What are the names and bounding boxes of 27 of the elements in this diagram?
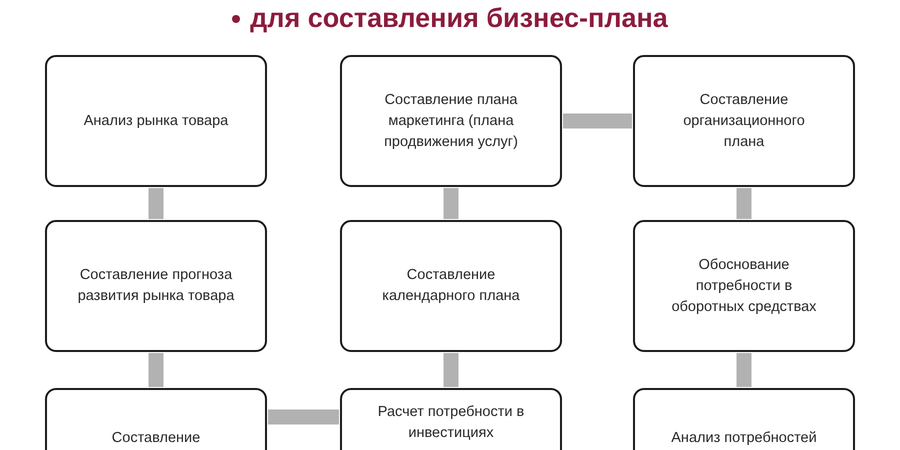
process-box <box>45 220 267 352</box>
process-box <box>45 388 267 450</box>
connector-bar <box>736 353 752 387</box>
process-box <box>633 220 855 352</box>
connector-bar <box>736 188 752 219</box>
connector-bar <box>268 410 339 424</box>
connector-bar <box>563 114 632 128</box>
box-text: Составление плана маркетинга (плана продвижения услуг) <box>383 90 519 152</box>
box-text: Составление организационного плана <box>682 90 806 152</box>
process-box <box>633 388 855 450</box>
box-text: Составление <box>112 429 200 448</box>
connector-bar <box>148 188 164 219</box>
box-text: Составление прогноза развития рынка товара <box>77 266 235 306</box>
box-text: Анализ потребностей <box>671 429 817 448</box>
process-box <box>340 388 562 450</box>
box-text: Обоснование потребности в оборотных средствах <box>670 256 818 316</box>
process-box <box>340 55 562 187</box>
box-text: Составление календарного плана <box>381 266 521 306</box>
process-box <box>45 55 267 187</box>
process-box <box>340 220 562 352</box>
connector-bar <box>444 353 458 387</box>
connector-bar <box>444 188 458 219</box>
process-box <box>633 55 855 187</box>
connector-bar <box>148 353 164 387</box>
title: для составления бизнес-плана <box>249 3 668 33</box>
box-text: Расчет потребности в инвестициях <box>376 403 526 443</box>
box-text: Анализ рынка товара <box>84 112 228 130</box>
